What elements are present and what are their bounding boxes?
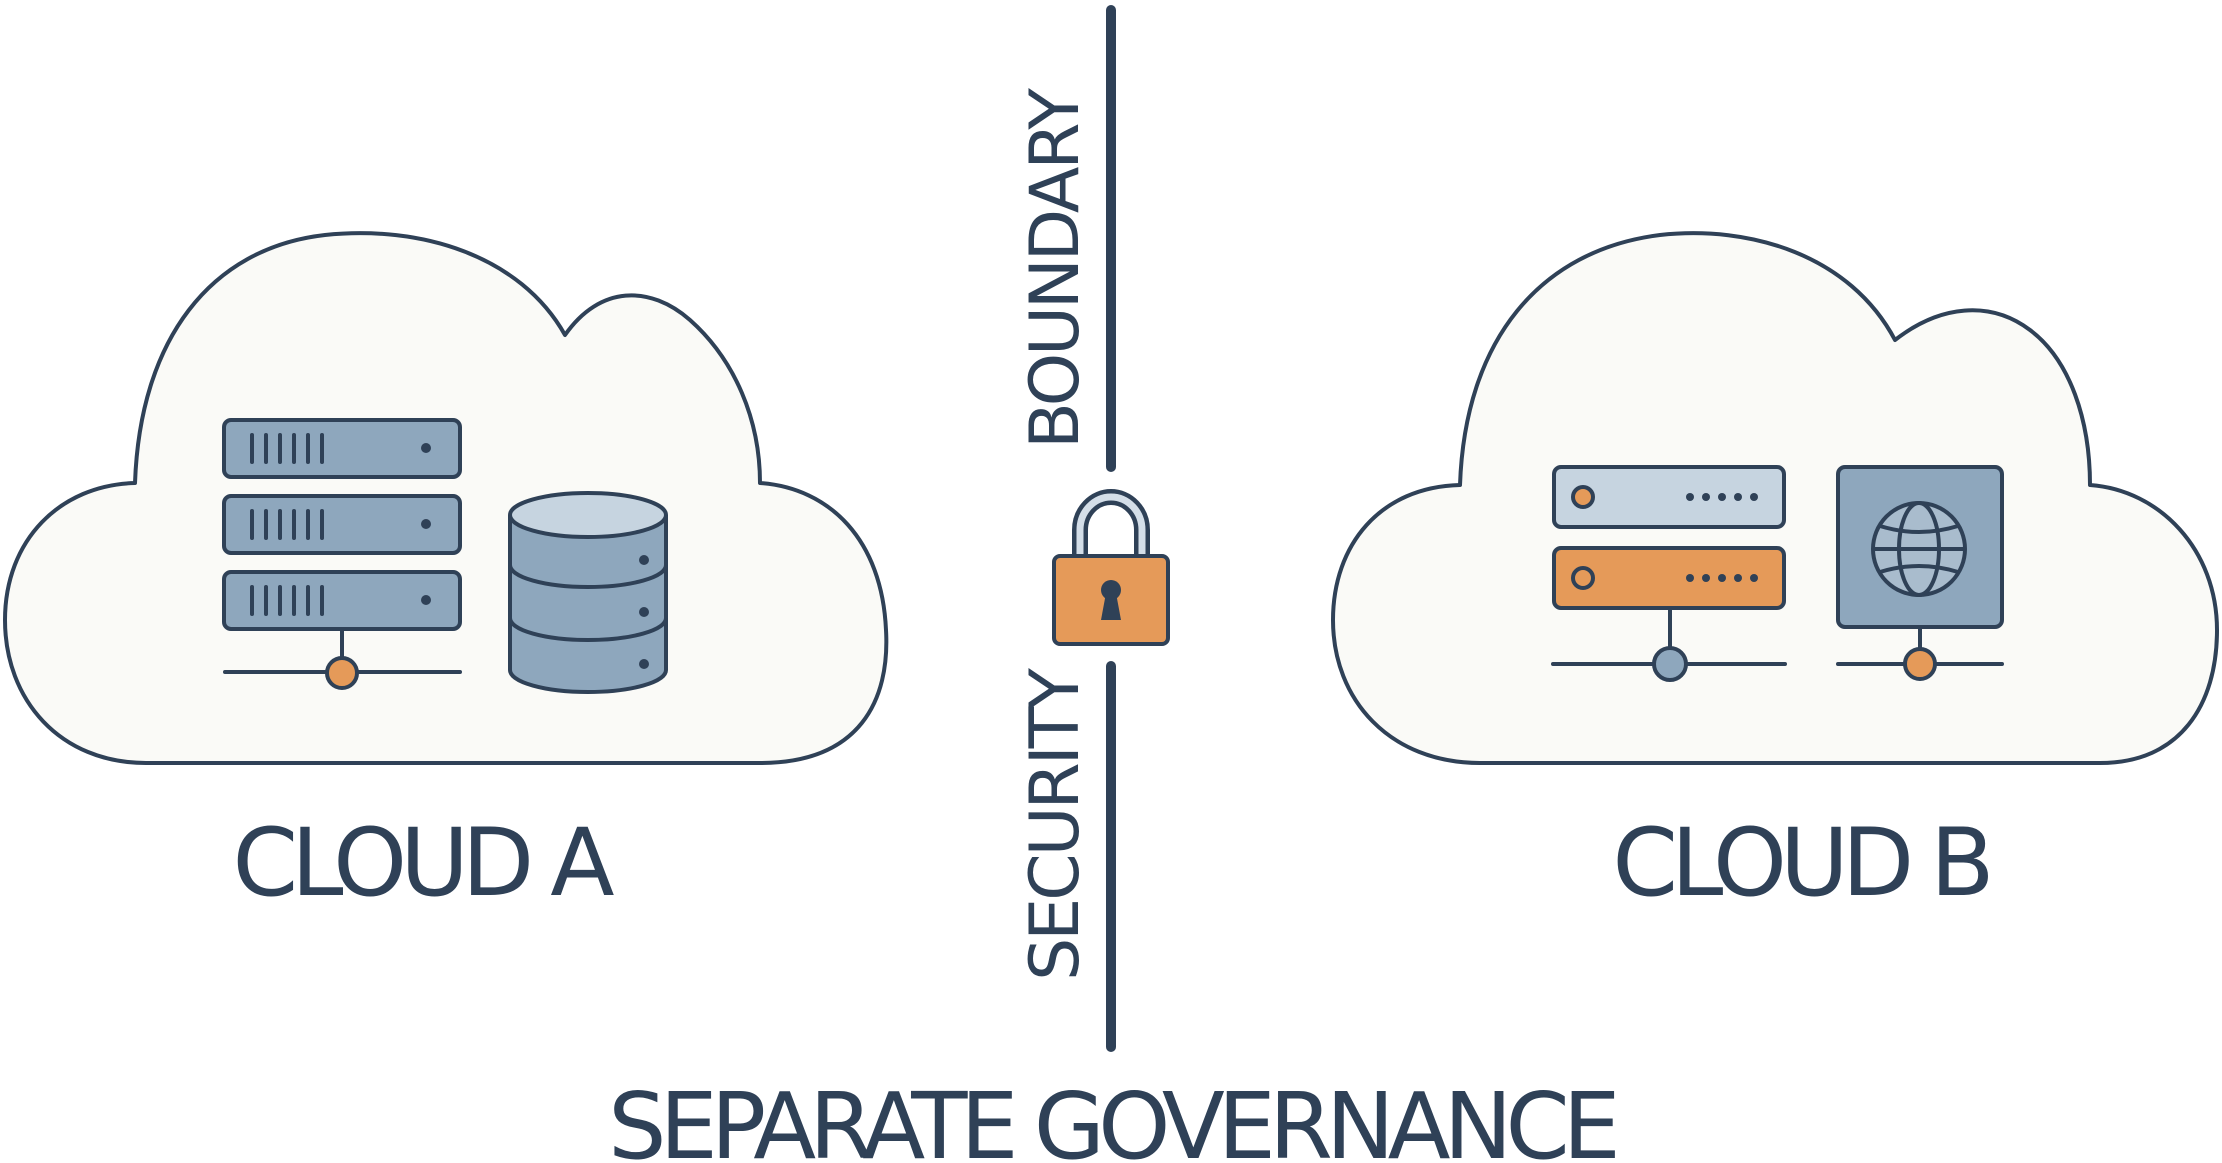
database-icon bbox=[508, 491, 668, 694]
cloud-b bbox=[1331, 231, 2219, 765]
security-boundary: BOUNDARY SECURITY bbox=[1016, 5, 1170, 1052]
cloud-a-label: CLOUD A bbox=[232, 809, 614, 918]
server-rack-icon bbox=[222, 418, 462, 690]
globe-server-icon bbox=[1836, 465, 2004, 681]
cloud-b-label: CLOUD B bbox=[1612, 809, 1988, 918]
globe-icon bbox=[1871, 501, 1967, 597]
padlock-icon bbox=[1052, 489, 1170, 646]
security-label: SECURITY bbox=[1016, 668, 1095, 981]
cloud-a bbox=[3, 231, 889, 765]
footer-label: SEPARATE GOVERNANCE bbox=[608, 1073, 1616, 1163]
server-stack-icon bbox=[1551, 465, 1787, 682]
boundary-label: BOUNDARY bbox=[1016, 88, 1095, 449]
